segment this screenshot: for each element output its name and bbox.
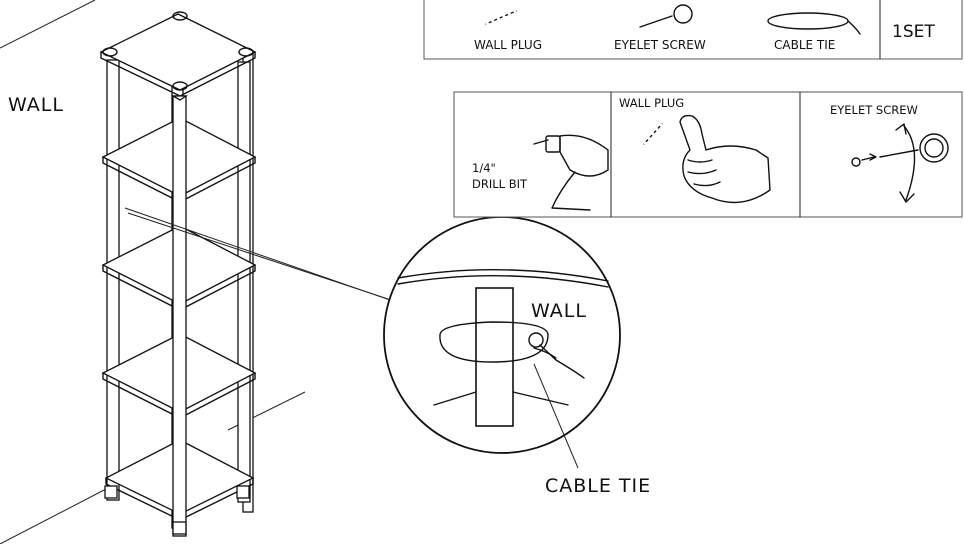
drill-size-label: 1/4" (472, 161, 496, 175)
parts-box: WALL PLUG EYELET SCREW CABLE TIE 1SET (423, 0, 963, 60)
detail-circle: WALL CABLE TIE (383, 216, 651, 497)
step-eyelet-screw-title: EYELET SCREW (830, 103, 918, 117)
shelf-tower (99, 11, 257, 537)
steps-box: 1/4" DRILL BIT WALL PLUG EYELET SCREW (453, 91, 963, 218)
drill-bit-label: DRILL BIT (472, 177, 528, 191)
detail-leaders (124, 207, 392, 301)
thumb-hand-icon (679, 114, 771, 204)
part-label-wall-plug: WALL PLUG (474, 38, 542, 52)
cable-tie-icon (767, 12, 861, 35)
part-label-eyelet-screw: EYELET SCREW (614, 38, 706, 52)
step-wall-plug-title: WALL PLUG (619, 96, 684, 110)
step-drill-panel: 1/4" DRILL BIT (472, 134, 609, 211)
cable-tie-callout: CABLE TIE (545, 475, 651, 497)
step-eyelet-screw-panel: EYELET SCREW (830, 103, 949, 203)
wall-plug-icon (485, 9, 517, 26)
left-post (106, 59, 120, 501)
part-label-cable-tie: CABLE TIE (774, 38, 835, 52)
wall-label: WALL (8, 94, 64, 116)
front-post (172, 95, 187, 537)
eyelet-screw-icon (639, 4, 693, 28)
right-post (237, 61, 251, 503)
step-wall-plug-panel: WALL PLUG (619, 96, 771, 204)
wall-detail-label: WALL (531, 300, 587, 322)
quantity-label: 1SET (892, 22, 935, 42)
shelf-top (99, 13, 257, 91)
